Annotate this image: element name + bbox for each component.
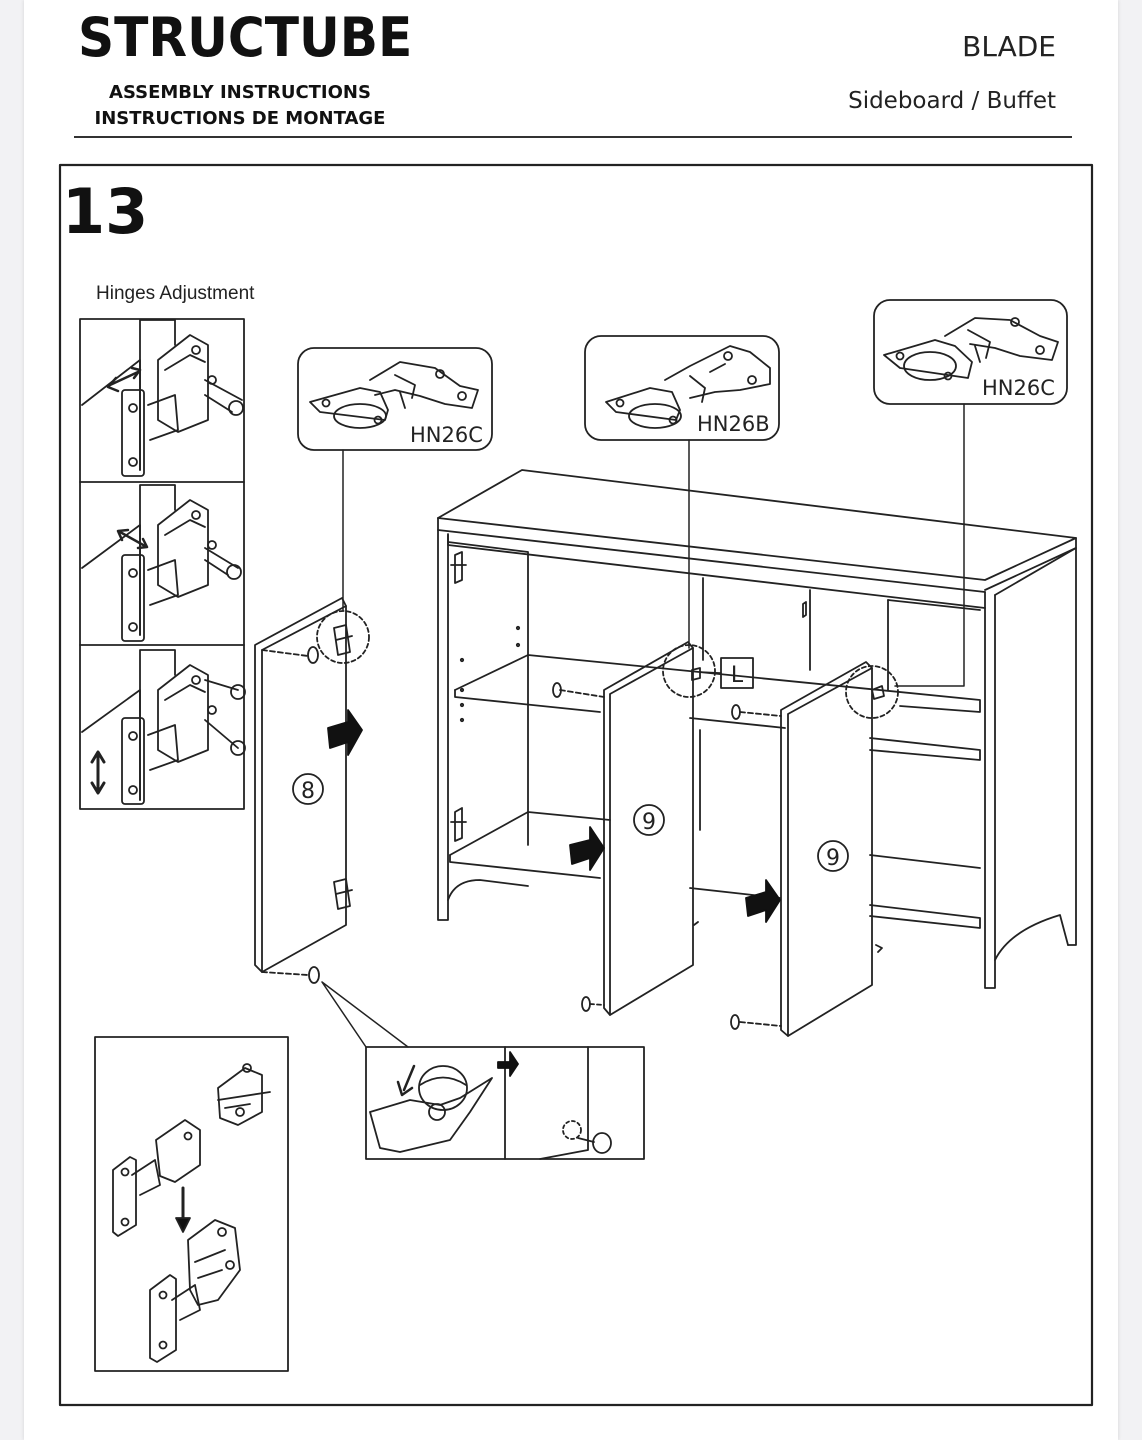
- step-frame: [58, 163, 1094, 1407]
- door-right: 9: [730, 661, 899, 1037]
- subtitle-english: ASSEMBLY INSTRUCTIONS: [109, 82, 371, 103]
- door-middle: 9: [552, 641, 716, 1016]
- callout-left-hinge: HN26C: [297, 347, 493, 611]
- hinge-code-middle: HN26B: [697, 412, 770, 436]
- door-right-part-number: 9: [826, 846, 840, 871]
- arrow-down-icon: [175, 1217, 191, 1233]
- hinge-code-left: HN26C: [410, 423, 483, 447]
- arrow-icon: [327, 709, 363, 756]
- model-name: BLADE: [962, 30, 1056, 63]
- arrow-icon: [569, 826, 605, 871]
- hinge-adjust-panel-3: [81, 649, 246, 805]
- door-left-part-number: 8: [301, 779, 315, 804]
- hinge-adjustment-panels: [79, 318, 246, 810]
- subtitle-french: INSTRUCTIONS DE MONTAGE: [94, 108, 386, 129]
- arrow-right-icon: [497, 1051, 519, 1077]
- hinges-adjustment-label: Hinges Adjustment: [96, 283, 255, 304]
- hinge-adjust-panel-1: [81, 319, 244, 477]
- product-type: Sideboard / Buffet: [848, 88, 1056, 114]
- knob-installation-detail: [321, 981, 645, 1160]
- arrow-icon: [745, 879, 781, 923]
- hinge-adjust-panel-2: [81, 484, 242, 642]
- label-l: L: [731, 663, 744, 688]
- callout-right-hinge: HN26C: [873, 299, 1068, 687]
- hinge-mounting-detail: [94, 1036, 289, 1372]
- step-number: 13: [62, 175, 148, 248]
- brand-logo-text: STRUCTUBE: [78, 6, 413, 69]
- callout-middle-hinge: HN26B: [584, 335, 780, 649]
- door-left: 8: [254, 597, 370, 984]
- label-l-box: L: [699, 657, 754, 689]
- hinge-code-right: HN26C: [982, 376, 1055, 400]
- header-divider: [74, 136, 1072, 138]
- door-middle-part-number: 9: [642, 810, 656, 835]
